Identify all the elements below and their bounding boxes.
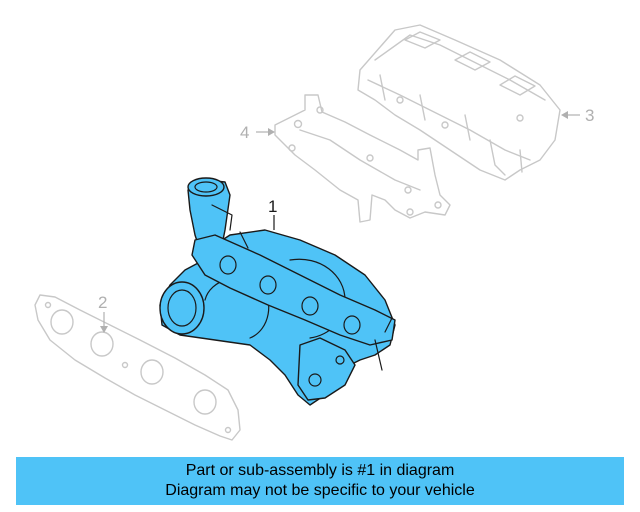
caption-line-2: Diagram may not be specific to your vehi… — [165, 482, 475, 499]
callout-3-label: 3 — [585, 106, 594, 125]
part-4-bracket — [274, 94, 451, 223]
callout-2: 2 — [98, 293, 108, 333]
caption-line-1: Part or sub-assembly is #1 in diagram — [185, 462, 455, 479]
callout-3: 3 — [561, 106, 594, 125]
callout-4-label: 4 — [240, 123, 249, 142]
part-1-turbo-manifold — [159, 177, 396, 406]
callout-4: 4 — [240, 123, 275, 142]
part-3-heat-shield — [357, 24, 561, 181]
parts-diagram: 1 2 3 4 — [34, 24, 594, 441]
callout-2-label: 2 — [98, 293, 107, 312]
callout-1-label: 1 — [268, 197, 277, 216]
part-2-gasket — [34, 294, 241, 441]
callout-1: 1 — [268, 197, 277, 230]
caption-banner: Part or sub-assembly is #1 in diagram Di… — [16, 457, 624, 505]
